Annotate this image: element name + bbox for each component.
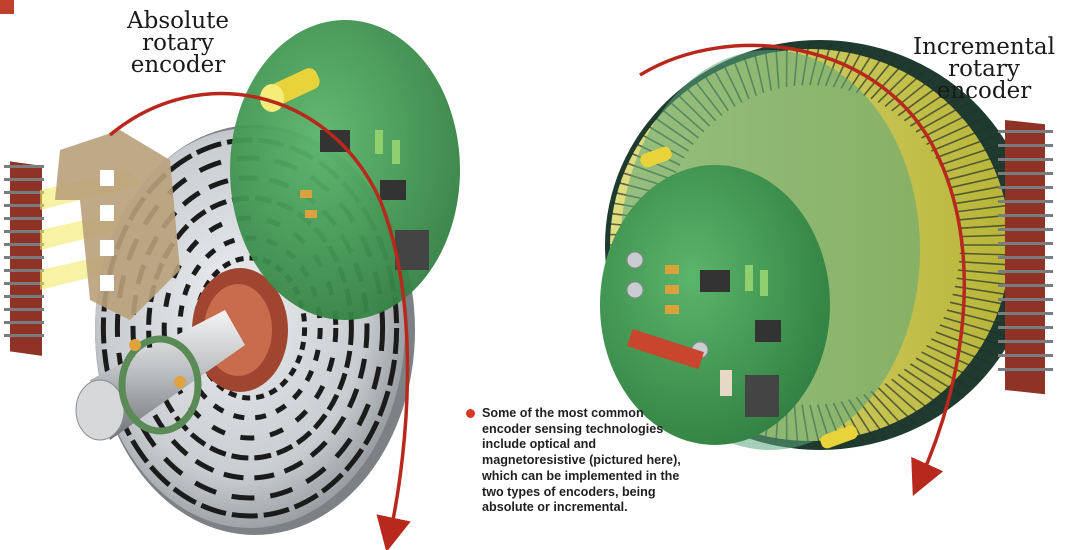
absolute-title-line-2: rotary <box>142 30 214 56</box>
incremental-title-line-1: Incremental <box>913 34 1055 60</box>
absolute-title-line-3: encoder <box>130 52 226 78</box>
connector-header <box>627 329 704 370</box>
incremental-pcb-board <box>600 165 830 445</box>
absolute-encoder-graphic <box>0 0 460 550</box>
caption-bullet-icon <box>466 409 475 418</box>
absolute-shaft <box>75 310 245 441</box>
corner-sensor-fragment <box>0 0 14 14</box>
incremental-encoder-graphic <box>600 40 1053 496</box>
incremental-led-top <box>640 146 672 168</box>
absolute-rotation-arrow <box>108 92 411 550</box>
incremental-encoder-title: Incremental rotary encoder <box>904 34 1064 104</box>
absolute-encoder-title: Absolute rotary encoder <box>118 8 238 78</box>
mask-slots <box>100 170 114 291</box>
absolute-title-line-1: Absolute <box>126 8 229 34</box>
absolute-sensor-array <box>4 161 44 356</box>
caption-block: Some of the most common encoder sensing … <box>466 406 682 516</box>
absolute-pcb-board <box>230 20 460 320</box>
incremental-title-line-2: rotary <box>948 56 1020 82</box>
absolute-mask-plate <box>55 130 180 320</box>
incremental-title-line-3: encoder <box>936 78 1032 104</box>
incremental-rotation-arrow <box>639 43 967 496</box>
caption-text: Some of the most common encoder sensing … <box>482 406 681 515</box>
incremental-sensor-array <box>998 120 1053 395</box>
incremental-led-bottom <box>820 425 858 449</box>
